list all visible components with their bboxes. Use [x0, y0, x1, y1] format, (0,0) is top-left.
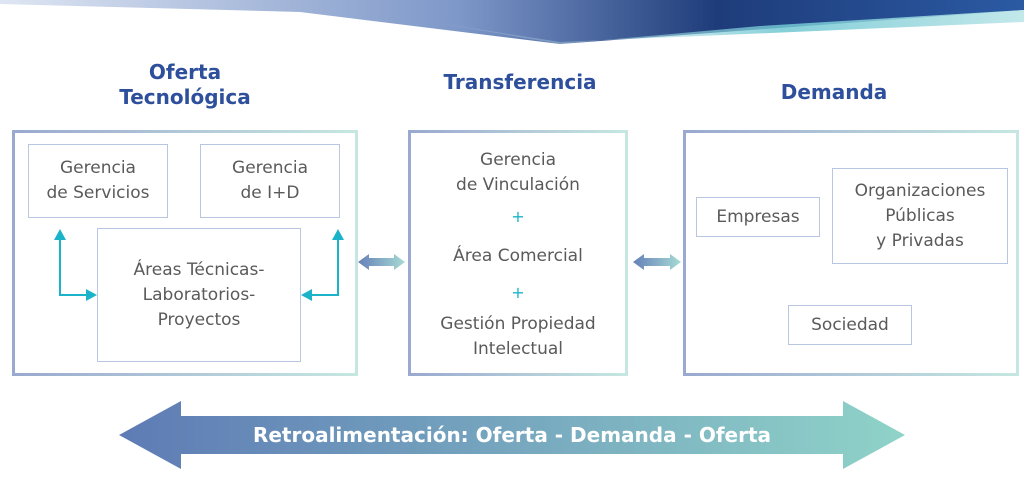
gestion-propiedad-text: Gestión Propiedad Intelectual [440, 314, 596, 359]
gerencia-id-box: Gerencia de I+D [200, 144, 340, 218]
areas-tecnicas-box: Áreas Técnicas- Laboratorios- Proyectos [97, 228, 301, 362]
area-comercial-text: Área Comercial [453, 246, 583, 266]
organizaciones-box: Organizaciones Públicas y Privadas [832, 168, 1008, 264]
transferencia-title: Transferencia [443, 70, 597, 94]
oferta-title: Oferta Tecnológica [119, 60, 251, 109]
gerencia-vinculacion-text: Gerencia de Vinculación [456, 150, 580, 195]
header-banner [0, 0, 1024, 44]
plus-sign: + [511, 283, 525, 302]
sociedad-box: Sociedad [788, 305, 912, 345]
plus-sign: + [511, 207, 525, 226]
gerencia-servicios-box: Gerencia de Servicios [28, 144, 168, 218]
demanda-title: Demanda [780, 80, 888, 104]
transferencia-box [408, 130, 628, 376]
empresas-box: Empresas [696, 197, 820, 237]
feedback-label: Retroalimentación: Oferta - Demanda - Of… [252, 423, 772, 447]
